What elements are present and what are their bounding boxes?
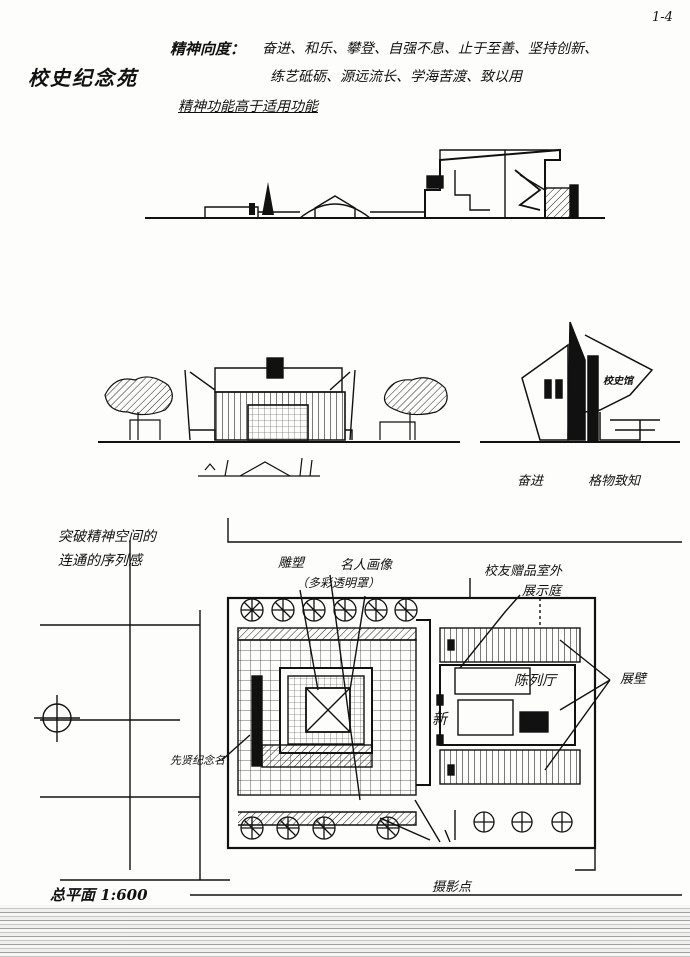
site-plan-drawing: [34, 518, 682, 896]
label-exhibition-hall: 陈列厅: [514, 673, 556, 689]
page-number: 1-4: [652, 10, 673, 25]
header-line-1: 奋进、和乐、攀登、自强不息、止于至善、坚持创新、: [262, 41, 598, 57]
label-photo-points: 摄影点: [432, 880, 472, 895]
label-new: 新: [432, 710, 448, 728]
header-line-2: 练艺砥砺、源远流长、学海苦渡、致以用: [270, 69, 522, 85]
tree-icon: [240, 598, 573, 840]
plan-intent-line-1: 突破精神空间的: [58, 529, 156, 545]
sheet-title: 校史纪念苑: [28, 66, 138, 90]
label-sculpture: 雕塑: [278, 556, 305, 571]
tower-sign: 校史馆: [603, 376, 633, 387]
elevation-tag-right: 格物致知: [588, 474, 641, 489]
front-elevation-drawing: [98, 357, 460, 443]
tree-icon: [379, 377, 448, 440]
elevation-tag-left: 奋进: [517, 474, 544, 489]
tower-elevation-drawing: [480, 321, 680, 443]
header-line-3: 精神功能高于适用功能: [178, 99, 318, 115]
small-section-sketch: [198, 457, 320, 477]
site-section-drawing: [145, 148, 605, 219]
header-label: 精神向度：: [170, 40, 246, 58]
label-portraits-note: （多彩透明罩）: [296, 576, 381, 590]
plan-intent-line-2: 连通的序列感: [58, 553, 142, 569]
label-exhibit-court-2: 展示庭: [522, 584, 562, 599]
label-memorial-wall: 先贤纪念名: [170, 754, 225, 767]
plan-scale: 总平面 1:600: [50, 886, 148, 904]
tree-icon: [104, 376, 173, 440]
label-exhibit-court: 校友赠品室外: [484, 564, 563, 579]
scan-artifact: [0, 905, 690, 957]
label-portraits: 名人画像: [340, 558, 393, 573]
label-wall: 展壁: [620, 672, 647, 687]
tree-icon: [249, 182, 274, 215]
